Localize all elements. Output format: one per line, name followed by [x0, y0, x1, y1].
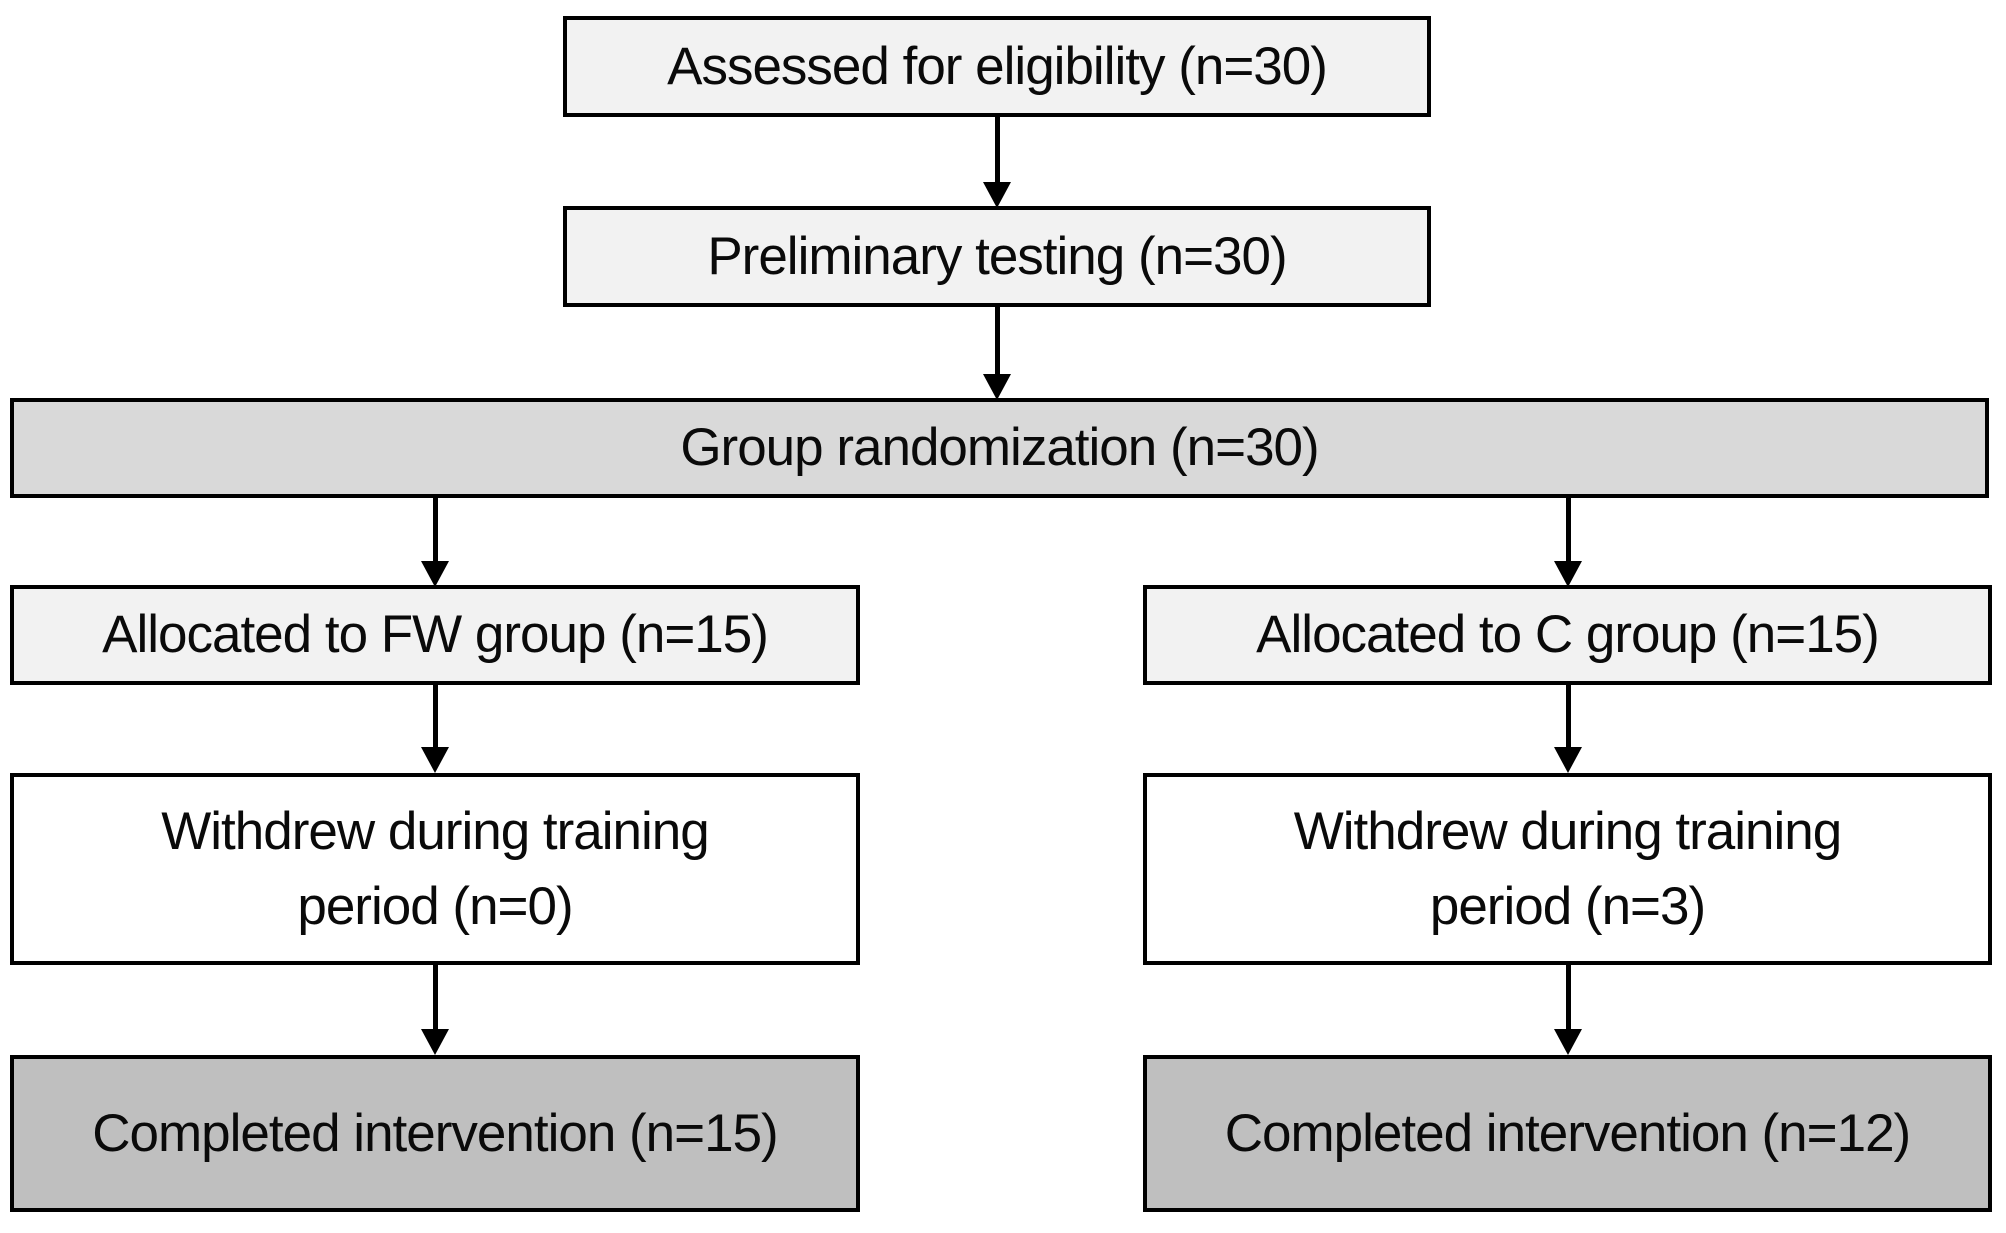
node-randomization-label: Group randomization (n=30): [680, 418, 1319, 478]
node-withdrew-c-label: Withdrew during training period (n=3): [1293, 801, 1842, 936]
arrow-head-icon: [983, 374, 1011, 400]
arrow-randomization-to-allocated-fw: [421, 496, 449, 587]
node-withdrew-c: Withdrew during training period (n=3): [1143, 773, 1992, 965]
node-group-randomization: Group randomization (n=30): [10, 398, 1989, 498]
node-allocated-c-group: Allocated to C group (n=15): [1143, 585, 1992, 685]
node-withdrew-fw-label: Withdrew during training period (n=0): [161, 801, 709, 936]
node-completed-c: Completed intervention (n=12): [1143, 1055, 1992, 1212]
arrow-shaft: [432, 683, 438, 747]
node-preliminary-label: Preliminary testing (n=30): [707, 226, 1287, 286]
arrow-withdrew-fw-to-completed-fw: [421, 963, 449, 1055]
arrow-shaft: [1565, 963, 1571, 1029]
node-withdrew-fw: Withdrew during training period (n=0): [10, 773, 860, 965]
arrow-head-icon: [983, 182, 1011, 208]
node-assessed-for-eligibility: Assessed for eligibility (n=30): [563, 16, 1431, 117]
node-completed-fw: Completed intervention (n=15): [10, 1055, 860, 1212]
arrow-head-icon: [1554, 1029, 1582, 1055]
arrow-preliminary-to-randomization: [983, 305, 1011, 400]
arrow-randomization-to-allocated-c: [1554, 496, 1582, 587]
arrow-allocated-fw-to-withdrew-fw: [421, 683, 449, 773]
node-preliminary-testing: Preliminary testing (n=30): [563, 206, 1431, 307]
arrow-head-icon: [1554, 747, 1582, 773]
node-completed-c-label: Completed intervention (n=12): [1224, 1103, 1911, 1163]
arrow-shaft: [432, 496, 438, 561]
arrow-shaft: [994, 115, 1000, 182]
arrow-head-icon: [421, 1029, 449, 1055]
arrow-withdrew-c-to-completed-c: [1554, 963, 1582, 1055]
arrow-shaft: [432, 963, 438, 1029]
arrow-allocated-c-to-withdrew-c: [1554, 683, 1582, 773]
arrow-shaft: [994, 305, 1000, 374]
arrow-shaft: [1565, 496, 1571, 561]
node-completed-fw-label: Completed intervention (n=15): [92, 1103, 778, 1163]
node-allocated-fw-label: Allocated to FW group (n=15): [102, 605, 769, 665]
arrow-head-icon: [1554, 561, 1582, 587]
arrow-shaft: [1565, 683, 1571, 747]
arrow-assessed-to-preliminary: [983, 115, 1011, 208]
node-allocated-fw-group: Allocated to FW group (n=15): [10, 585, 860, 685]
node-assessed-label: Assessed for eligibility (n=30): [667, 36, 1328, 96]
arrow-head-icon: [421, 747, 449, 773]
arrow-head-icon: [421, 561, 449, 587]
node-allocated-c-label: Allocated to C group (n=15): [1256, 605, 1880, 665]
